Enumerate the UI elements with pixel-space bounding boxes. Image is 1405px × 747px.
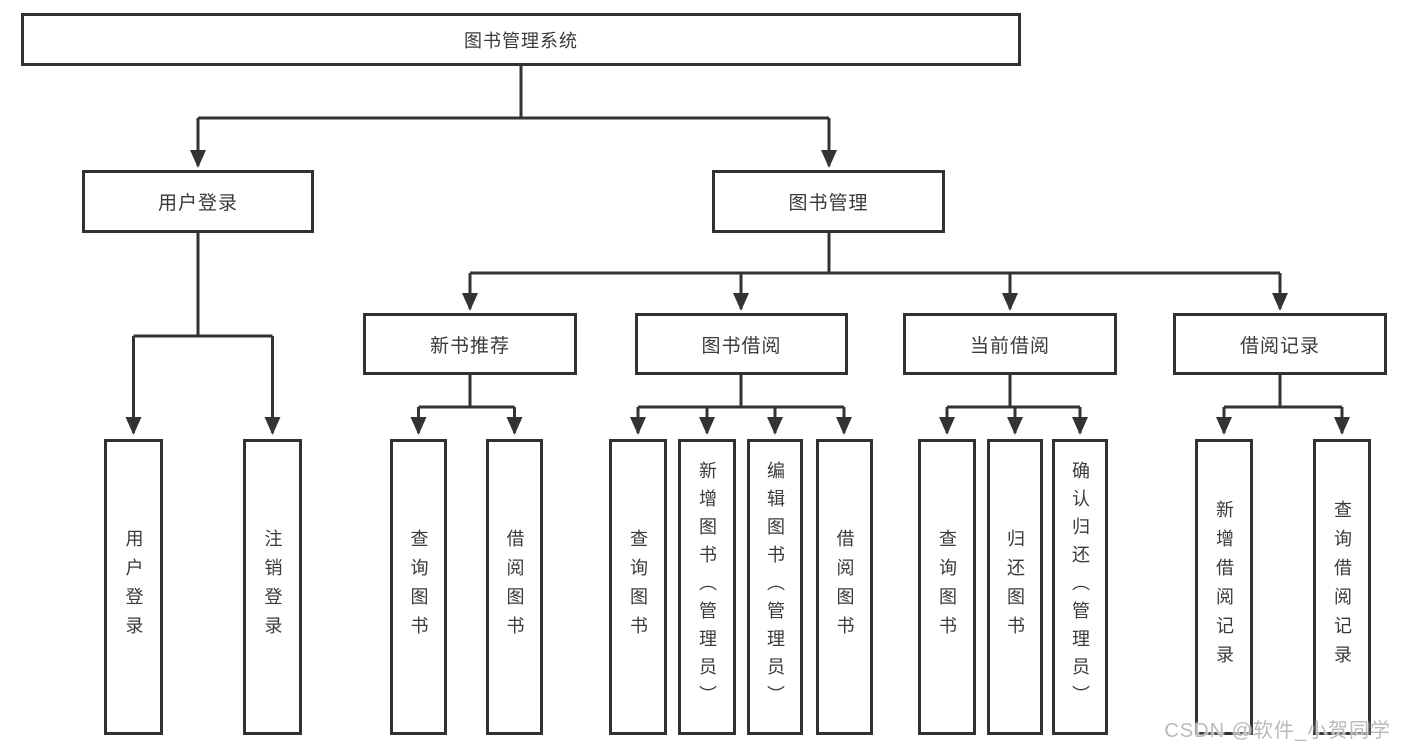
node-user-login: 用户登录 [82,170,314,233]
leaf-add-book-admin-label: 新增图书（管理员） [697,461,717,713]
leaf-edit-book-admin-label: 编辑图书（管理员） [765,461,785,713]
node-book-management-label: 图书管理 [788,193,869,214]
leaf-add-book-admin: 新增图书（管理员） [678,439,736,735]
node-book-management: 图书管理 [712,170,945,233]
leaf-query-books-1-label: 查询图书 [408,529,429,645]
leaf-add-borrow-record: 新增借阅记录 [1195,439,1253,735]
node-current-borrow: 当前借阅 [903,313,1117,375]
leaf-confirm-return-admin-label: 确认归还（管理员） [1070,461,1090,713]
leaf-query-books-1: 查询图书 [390,439,447,735]
node-borrow-records: 借阅记录 [1173,313,1387,375]
leaf-user-login-label: 用户登录 [123,529,144,645]
leaf-borrow-books-1-label: 借阅图书 [504,529,525,645]
leaf-user-login: 用户登录 [104,439,163,735]
leaf-query-books-3-label: 查询图书 [937,529,957,645]
node-book-borrow-label: 图书借阅 [701,335,782,357]
leaf-return-book-label: 归还图书 [1005,529,1025,645]
node-current-borrow-label: 当前借阅 [969,335,1050,357]
leaf-borrow-books-2-label: 借阅图书 [834,529,855,645]
leaf-add-borrow-record-label: 新增借阅记录 [1214,500,1234,674]
leaf-logout-label: 注销登录 [262,529,283,645]
leaf-logout: 注销登录 [243,439,302,735]
leaf-query-books-2: 查询图书 [609,439,667,735]
node-book-borrow: 图书借阅 [635,313,848,375]
leaf-edit-book-admin: 编辑图书（管理员） [747,439,803,735]
node-borrow-records-label: 借阅记录 [1239,335,1320,357]
leaf-confirm-return-admin: 确认归还（管理员） [1052,439,1108,735]
leaf-query-borrow-record-label: 查询借阅记录 [1332,500,1352,674]
leaf-borrow-books-2: 借阅图书 [816,439,873,735]
node-new-book-recommend: 新书推荐 [363,313,577,375]
node-new-book-recommend-label: 新书推荐 [429,335,510,357]
leaf-query-books-3: 查询图书 [918,439,976,735]
leaf-borrow-books-1: 借阅图书 [486,439,543,735]
node-root: 图书管理系统 [21,13,1021,66]
leaf-query-borrow-record: 查询借阅记录 [1313,439,1371,735]
node-root-label: 图书管理系统 [464,30,578,51]
leaf-query-books-2-label: 查询图书 [628,529,648,645]
leaf-return-book: 归还图书 [987,439,1043,735]
csdn-watermark: CSDN @软件_小贺同学 [1164,720,1391,742]
node-user-login-label: 用户登录 [157,193,238,214]
